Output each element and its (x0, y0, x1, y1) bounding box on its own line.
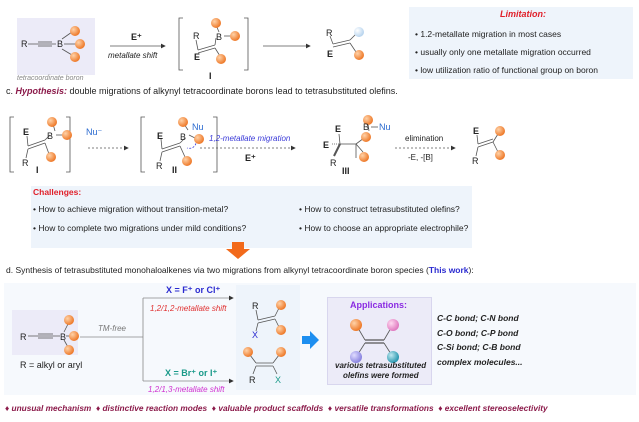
svg-text:B: B (57, 39, 63, 49)
bond-list-item: C-O bond; C-P bond (437, 328, 519, 338)
svg-text:R: R (22, 158, 29, 168)
svg-text:B: B (47, 131, 53, 141)
svg-text:R: R (21, 39, 28, 49)
challenges-box (31, 186, 472, 248)
electrophile-label: E⁺ (131, 32, 142, 42)
applications-caption: olefins were formed (343, 371, 419, 380)
svg-text:E: E (327, 49, 333, 59)
challenges-title: Challenges: (33, 187, 82, 197)
svg-text:R: R (193, 31, 200, 41)
svg-text:E: E (335, 124, 341, 134)
challenge-item: How to complete two migrations under mil… (33, 223, 246, 233)
limitation-item: 1.2-metallate migration in most cases (415, 29, 561, 39)
feature-item: ♦ versatile transformations (327, 403, 434, 413)
svg-text:E: E (157, 131, 163, 141)
svg-text:E: E (323, 140, 329, 150)
limitation-item: low utilization ratio of functional grou… (415, 65, 598, 75)
intermediate-I-label: I (209, 71, 212, 81)
label-III: III (342, 166, 350, 176)
section-c-prefix: c. (6, 86, 16, 96)
svg-text:E: E (23, 127, 29, 137)
svg-text:E: E (473, 126, 479, 136)
tm-free-label: TM-free (98, 324, 126, 333)
hypothesis-text: double migrations of alkynyl tetracoordi… (67, 86, 398, 96)
section-d-heading: d. Synthesis of tetrasubstituted monohal… (6, 265, 474, 275)
upper-shift: 1,2/1,2-metallate shift (150, 304, 227, 313)
challenge-item: How to choose an appropriate electrophil… (299, 223, 468, 233)
svg-text:R: R (326, 28, 333, 38)
elimination-byproducts: -E, -[B] (408, 153, 433, 162)
limitation-item: usually only one metallate migration occ… (415, 47, 591, 57)
svg-text:B: B (60, 332, 66, 342)
svg-text:R: R (249, 375, 256, 385)
svg-text:Nu: Nu (192, 122, 204, 132)
bond-list-item: C-C bond; C-N bond (437, 313, 519, 323)
lower-reagent: X = Br⁺ or I⁺ (165, 368, 218, 378)
svg-text:R: R (472, 156, 479, 166)
hypothesis-label: Hypothesis: (15, 86, 68, 96)
products-box (236, 285, 300, 390)
svg-text:Nu: Nu (379, 122, 391, 132)
section-d-box (4, 283, 636, 395)
features-line: ♦ unusual mechanism ♦ distinctive reacti… (5, 403, 548, 413)
svg-text:R: R (330, 158, 337, 168)
this-work-label: This work (428, 265, 469, 275)
orange-down-arrow (226, 242, 250, 259)
svg-text:R: R (156, 161, 163, 171)
bond-list-item: complex molecules... (437, 357, 523, 367)
upper-reagent: X = F⁺ or Cl⁺ (166, 285, 221, 295)
blue-right-arrow (302, 331, 319, 349)
lower-shift: 1,2/1,3-metallate shift (148, 385, 225, 394)
label-II: II (172, 165, 178, 175)
applications-caption: various tetrasubstituted (335, 361, 427, 370)
r-definition: R = alkyl or aryl (20, 360, 83, 370)
svg-text:X: X (252, 330, 258, 340)
label-I: I (36, 165, 39, 175)
svg-text:X: X (275, 375, 281, 385)
elimination-label: elimination (405, 134, 444, 143)
section-d-suffix: ): (468, 265, 474, 275)
svg-text:R: R (20, 332, 27, 342)
hypothesis-heading: c. Hypothesis: double migrations of alky… (6, 86, 398, 96)
substituent-balls (46, 18, 505, 363)
feature-item: ♦ valuable product scaffolds (211, 403, 324, 413)
svg-text:B: B (216, 32, 222, 42)
section-d-text: d. Synthesis of tetrasubstituted monohal… (6, 265, 429, 275)
applications-box (327, 297, 432, 385)
boron-caption: tetracoordinate boron (17, 75, 84, 82)
feature-item: ♦ distinctive reaction modes (95, 403, 208, 413)
feature-item: ♦ unusual mechanism (5, 403, 92, 413)
migration-reagent: E⁺ (245, 153, 256, 163)
limitation-title: Limitation: (500, 9, 546, 19)
feature-item: ♦ excellent stereoselectivity (438, 403, 548, 413)
svg-text:B: B (363, 122, 369, 132)
challenge-item: How to achieve migration without transit… (33, 204, 228, 214)
svg-text:R: R (252, 301, 259, 311)
metallate-shift-label: metallate shift (108, 51, 158, 60)
svg-text:B: B (180, 132, 186, 142)
nu-label: Nu⁻ (86, 127, 103, 137)
migration-label: 1,2-metallate migration (209, 134, 291, 143)
bond-list-item: C-Si bond; C-B bond (437, 342, 521, 352)
svg-text:E: E (194, 52, 200, 62)
applications-title: Applications: (350, 300, 408, 310)
challenge-item: How to construct tetrasubstituted olefin… (299, 204, 459, 214)
